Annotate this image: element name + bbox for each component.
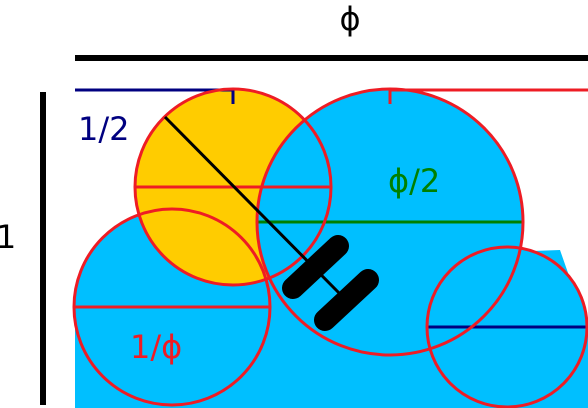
- one-over-phi-label: 1/ϕ: [130, 328, 182, 366]
- one-label: 1: [0, 218, 16, 256]
- phi-dimension-bar: [75, 55, 588, 61]
- phi-label: ϕ: [339, 0, 360, 38]
- thick-stroke-lower: [314, 269, 379, 331]
- bottom-left-circle-outline: [72, 207, 272, 407]
- one-dimension-bar: [40, 92, 46, 405]
- gold-circle-outline: [133, 87, 333, 287]
- gold-overlap-cyan: [257, 89, 331, 285]
- big-circle-outline: [255, 87, 525, 357]
- phi-half-label: ϕ/2: [388, 162, 440, 200]
- half-label: 1/2: [78, 110, 130, 148]
- right-circle-outline: [425, 245, 588, 408]
- thick-stroke-upper: [282, 235, 349, 299]
